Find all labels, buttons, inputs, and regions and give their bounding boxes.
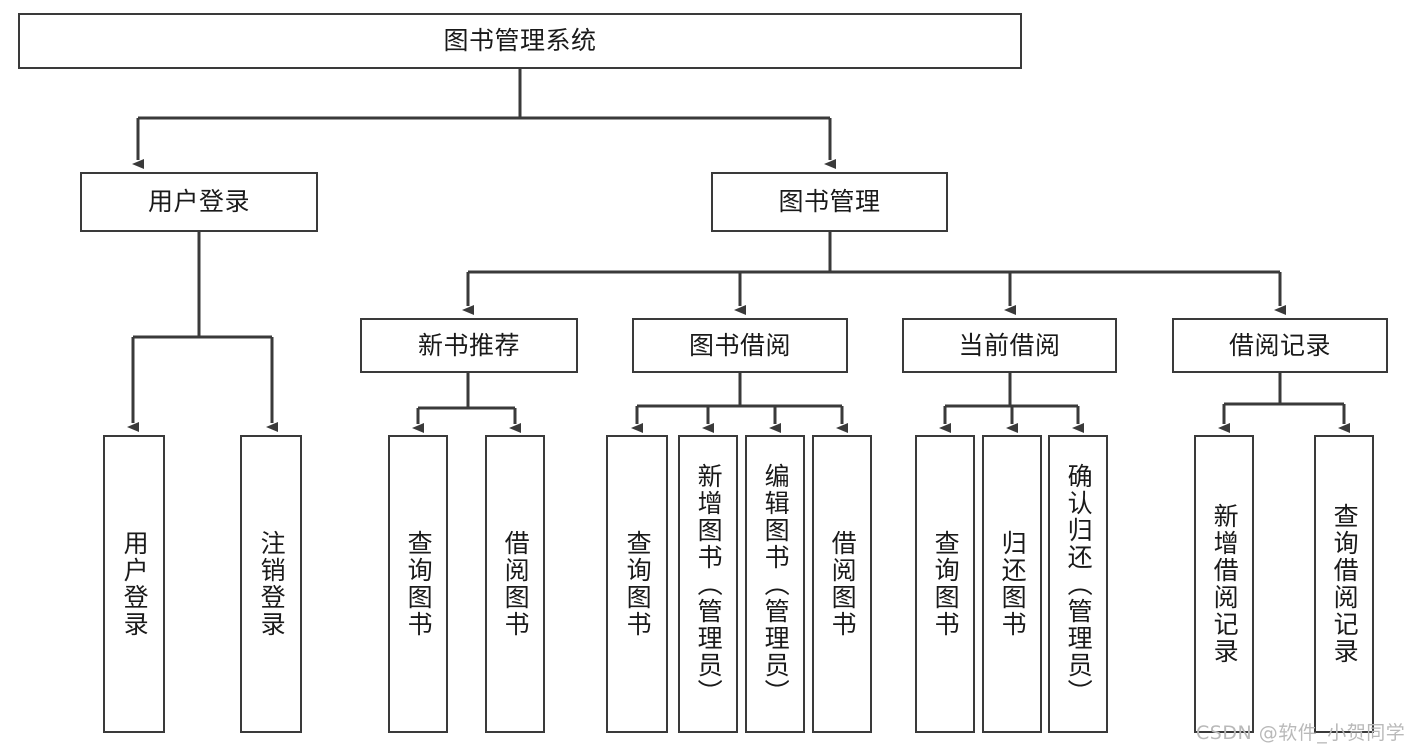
edge-group-user-login: [127, 232, 278, 432]
node-borrow-record[interactable]: 借阅记录: [1172, 318, 1388, 373]
node-leaf-query-book-2[interactable]: 查询图书: [606, 435, 668, 733]
node-book-borrow-label: 图书借阅: [688, 330, 791, 360]
node-leaf-query-book-2-label: 查询图书: [623, 530, 653, 638]
node-new-book-recommend[interactable]: 新书推荐: [360, 318, 578, 373]
node-leaf-return-book[interactable]: 归还图书: [982, 435, 1042, 733]
node-leaf-user-login-label: 用户登录: [120, 530, 150, 638]
node-leaf-query-book-3[interactable]: 查询图书: [915, 435, 975, 733]
watermark: CSDN @软件_小贺同学: [1196, 722, 1405, 744]
node-leaf-add-record[interactable]: 新增借阅记录: [1194, 435, 1254, 733]
node-user-login[interactable]: 用户登录: [80, 172, 318, 232]
node-leaf-query-book-3-label: 查询图书: [931, 530, 961, 638]
node-borrow-record-label: 借阅记录: [1228, 330, 1331, 360]
node-leaf-add-book[interactable]: 新增图书（管理员）: [678, 435, 738, 733]
node-leaf-query-book-1-label: 查询图书: [404, 530, 434, 638]
node-current-borrow-label: 当前借阅: [958, 330, 1061, 360]
edge-group-borrow-record: [1218, 373, 1350, 433]
edge-group-new-book-recommend: [412, 373, 521, 433]
node-leaf-confirm-return[interactable]: 确认归还（管理员）: [1048, 435, 1108, 733]
node-leaf-logout-label: 注销登录: [257, 530, 287, 638]
node-new-book-recommend-label: 新书推荐: [417, 330, 520, 360]
node-leaf-edit-book[interactable]: 编辑图书（管理员）: [745, 435, 805, 733]
node-leaf-query-record[interactable]: 查询借阅记录: [1314, 435, 1374, 733]
node-leaf-query-record-label: 查询借阅记录: [1330, 503, 1360, 665]
node-user-login-label: 用户登录: [147, 187, 250, 217]
node-book-manage[interactable]: 图书管理: [711, 172, 948, 232]
node-leaf-return-book-label: 归还图书: [998, 530, 1028, 638]
edge-group-root: [132, 69, 836, 169]
node-root-label: 图书管理系统: [443, 26, 597, 56]
node-leaf-user-login[interactable]: 用户登录: [103, 435, 165, 733]
node-leaf-borrow-book-2-label: 借阅图书: [828, 530, 858, 638]
node-leaf-logout[interactable]: 注销登录: [240, 435, 302, 733]
node-book-borrow[interactable]: 图书借阅: [632, 318, 848, 373]
node-root[interactable]: 图书管理系统: [18, 13, 1022, 69]
edge-group-current-borrow: [939, 373, 1084, 433]
node-leaf-query-book-1[interactable]: 查询图书: [388, 435, 448, 733]
edge-group-book-manage: [462, 232, 1286, 315]
node-leaf-add-book-label: 新增图书（管理员）: [694, 462, 724, 706]
node-leaf-confirm-return-label: 确认归还（管理员）: [1064, 462, 1094, 706]
node-leaf-edit-book-label: 编辑图书（管理员）: [761, 462, 791, 706]
node-leaf-borrow-book-2[interactable]: 借阅图书: [812, 435, 872, 733]
node-leaf-borrow-book-1-label: 借阅图书: [501, 530, 531, 638]
node-leaf-borrow-book-1[interactable]: 借阅图书: [485, 435, 545, 733]
edge-group-book-borrow: [631, 373, 848, 433]
node-leaf-add-record-label: 新增借阅记录: [1210, 503, 1240, 665]
node-book-manage-label: 图书管理: [778, 187, 881, 217]
node-current-borrow[interactable]: 当前借阅: [902, 318, 1117, 373]
